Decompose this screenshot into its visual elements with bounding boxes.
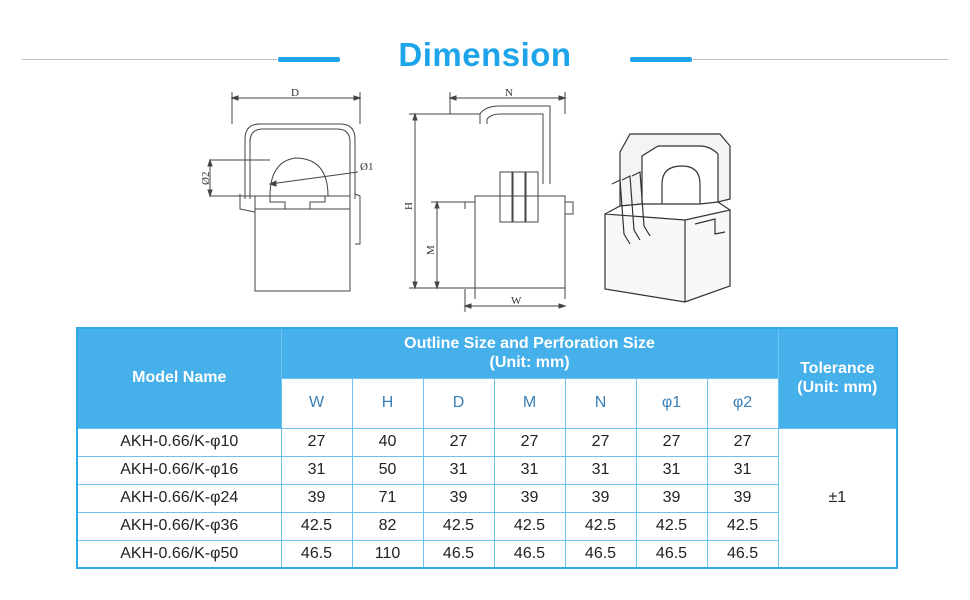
table-subheader-row: W H D M N φ1 φ2 bbox=[77, 377, 897, 429]
tolerance-value: ±1 bbox=[777, 427, 898, 569]
value-cell: 42.5 bbox=[635, 511, 708, 541]
value-cell: 39 bbox=[493, 483, 566, 513]
model-cell: AKH-0.66/K-φ50 bbox=[76, 539, 282, 569]
table-row: AKH-0.66/K-φ50 46.5 110 46.5 46.5 46.5 4… bbox=[76, 539, 897, 569]
title-row: Dimension bbox=[0, 0, 970, 100]
table-row: AKH-0.66/K-φ10 27 40 27 27 27 27 27 ±1 bbox=[76, 427, 898, 569]
model-cell: AKH-0.66/K-φ10 bbox=[76, 427, 282, 457]
outline-size-header: Outline Size and Perforation Size (Unit:… bbox=[280, 327, 779, 379]
table-row: AKH-0.66/K-φ24 39 71 39 39 39 39 39 bbox=[76, 483, 897, 513]
column-header-n: N bbox=[564, 377, 637, 429]
side-view-drawing: N H M W bbox=[403, 87, 574, 312]
technical-drawings: D Ø1 Ø2 bbox=[200, 84, 770, 316]
value-cell: 31 bbox=[493, 455, 566, 485]
value-cell: 39 bbox=[564, 483, 637, 513]
tolerance-header-line2: (Unit: mm) bbox=[797, 379, 878, 397]
value-cell: 46.5 bbox=[422, 539, 495, 569]
value-cell: 27 bbox=[635, 427, 708, 457]
title-rule-left bbox=[22, 59, 277, 60]
dim-label-d: D bbox=[291, 87, 299, 99]
spec-table: Model Name Outline Size and Perforation … bbox=[76, 327, 899, 569]
tolerance-header-line1: Tolerance bbox=[800, 360, 875, 378]
title-accent-right bbox=[630, 57, 692, 62]
value-cell: 31 bbox=[564, 455, 637, 485]
value-cell: 71 bbox=[351, 483, 424, 513]
table-header-row: Model Name Outline Size and Perforation … bbox=[76, 327, 898, 429]
value-cell: 31 bbox=[706, 455, 779, 485]
value-cell: 27 bbox=[422, 427, 495, 457]
perspective-view-drawing bbox=[604, 133, 731, 303]
outline-size-header-line2: (Unit: mm) bbox=[489, 354, 570, 372]
value-cell: 39 bbox=[280, 483, 353, 513]
column-header-phi1: φ1 bbox=[635, 377, 708, 429]
model-cell: AKH-0.66/K-φ16 bbox=[76, 455, 282, 485]
value-cell: 31 bbox=[280, 455, 353, 485]
value-cell: 46.5 bbox=[706, 539, 779, 569]
model-cell: AKH-0.66/K-φ36 bbox=[76, 511, 282, 541]
value-cell: 27 bbox=[706, 427, 779, 457]
table-row: AKH-0.66/K-φ36 42.5 82 42.5 42.5 42.5 42… bbox=[76, 511, 897, 541]
value-cell: 42.5 bbox=[280, 511, 353, 541]
dim-label-n: N bbox=[505, 87, 513, 99]
column-header-d: D bbox=[422, 377, 495, 429]
value-cell: 39 bbox=[635, 483, 708, 513]
value-cell: 31 bbox=[422, 455, 495, 485]
value-cell: 110 bbox=[351, 539, 424, 569]
value-cell: 42.5 bbox=[706, 511, 779, 541]
value-cell: 46.5 bbox=[280, 539, 353, 569]
dim-label-phi1: Ø1 bbox=[360, 161, 373, 173]
front-view-drawing: D Ø1 Ø2 bbox=[200, 87, 373, 292]
model-cell: AKH-0.66/K-φ24 bbox=[76, 483, 282, 513]
value-cell: 82 bbox=[351, 511, 424, 541]
value-cell: 27 bbox=[280, 427, 353, 457]
tolerance-header: Tolerance (Unit: mm) bbox=[777, 327, 898, 429]
dim-label-phi2: Ø2 bbox=[200, 172, 212, 185]
title-accent-left bbox=[278, 57, 340, 62]
column-header-w: W bbox=[280, 377, 353, 429]
column-header-m: M bbox=[493, 377, 566, 429]
table-row: AKH-0.66/K-φ16 31 50 31 31 31 31 31 bbox=[76, 455, 897, 485]
value-cell: 46.5 bbox=[493, 539, 566, 569]
value-cell: 27 bbox=[564, 427, 637, 457]
value-cell: 39 bbox=[706, 483, 779, 513]
value-cell: 46.5 bbox=[564, 539, 637, 569]
title-rule-right bbox=[693, 59, 948, 60]
value-cell: 42.5 bbox=[422, 511, 495, 541]
value-cell: 40 bbox=[351, 427, 424, 457]
value-cell: 39 bbox=[422, 483, 495, 513]
value-cell: 27 bbox=[493, 427, 566, 457]
value-cell: 46.5 bbox=[635, 539, 708, 569]
dim-label-m: M bbox=[425, 245, 437, 255]
value-cell: 50 bbox=[351, 455, 424, 485]
value-cell: 31 bbox=[635, 455, 708, 485]
outline-size-header-line1: Outline Size and Perforation Size bbox=[404, 335, 655, 353]
column-header-phi2: φ2 bbox=[706, 377, 779, 429]
column-header-h: H bbox=[351, 377, 424, 429]
value-cell: 42.5 bbox=[564, 511, 637, 541]
page-title: Dimension bbox=[398, 36, 572, 73]
model-name-header: Model Name bbox=[76, 327, 282, 429]
dim-label-h: H bbox=[403, 202, 415, 210]
dim-label-w: W bbox=[511, 295, 522, 307]
value-cell: 42.5 bbox=[493, 511, 566, 541]
